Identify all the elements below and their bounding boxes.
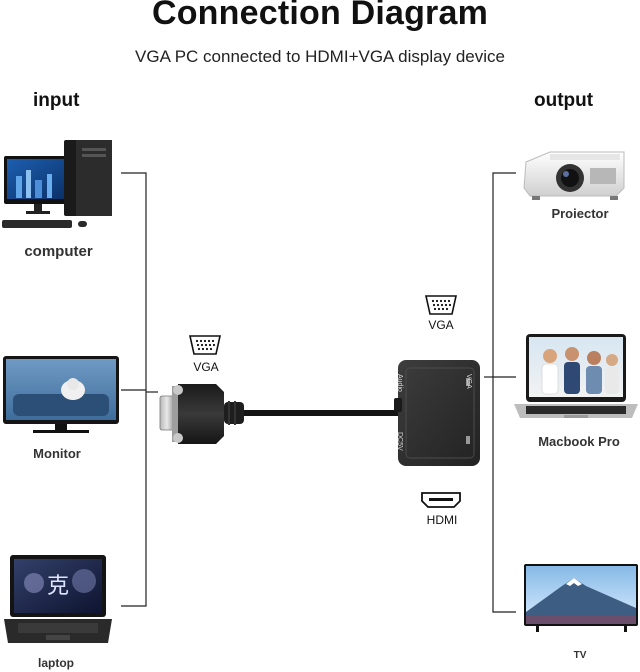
- vga-cable: [156, 376, 412, 452]
- page-subtitle: VGA PC connected to HDMI+VGA display dev…: [135, 47, 505, 66]
- macbook-icon: [514, 334, 638, 428]
- device-label-laptop: laptop: [38, 656, 74, 670]
- adapter-dc5v-text: DC5V: [396, 432, 403, 451]
- adapter-audio-text: Audio: [396, 374, 403, 392]
- page-title: Connection Diagram: [151, 0, 489, 32]
- hdmi-port-icon: [420, 490, 462, 510]
- adapter-box: [392, 350, 486, 470]
- adapter-vga-text: VGA: [465, 374, 472, 389]
- computer-icon: [2, 136, 117, 232]
- input-heading: input: [33, 90, 80, 111]
- laptop-icon: 克: [4, 553, 114, 649]
- device-label-monitor: Monitor: [33, 446, 81, 461]
- projector-icon: [520, 148, 630, 204]
- vga-output-label: VGA: [428, 318, 454, 332]
- device-label-projector: Proiector: [551, 206, 609, 221]
- device-label-computer: computer: [24, 243, 93, 260]
- device-label-tv: TV: [573, 650, 587, 661]
- monitor-icon: [3, 354, 119, 438]
- vga-port-icon: [188, 334, 222, 358]
- device-label-macbook: Macbook Pro: [538, 434, 620, 449]
- vga-output-port-icon: [424, 294, 458, 318]
- hdmi-output-label: HDMI: [426, 513, 458, 527]
- output-heading: output: [534, 90, 594, 111]
- tv-icon: [522, 562, 638, 634]
- vga-input-label: VGA: [193, 360, 219, 374]
- svg-text:克: 克: [47, 574, 69, 599]
